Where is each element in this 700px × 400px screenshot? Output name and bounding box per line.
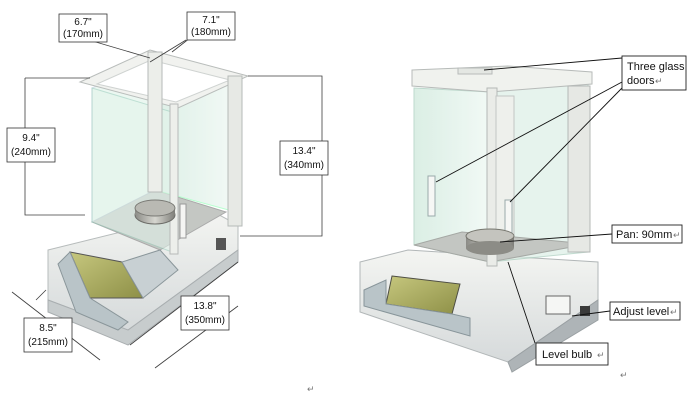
- left-pillar-right: [227, 75, 243, 227]
- left-keypad: [57, 251, 129, 331]
- dim-label-front-width: 8.5" (215mm): [23, 317, 73, 353]
- callout-doors-line2: doors: [627, 75, 655, 87]
- dim-front-width-mm: (215mm): [28, 337, 68, 348]
- left-pillar-front: [169, 103, 179, 255]
- right-top-frame: [411, 65, 593, 93]
- callout-lines: [435, 57, 623, 344]
- callout-adjust-level-mark: ↵: [670, 307, 678, 317]
- dim-width-top-left-mm: (170mm): [63, 29, 103, 40]
- right-handle-left: [427, 175, 436, 217]
- dim-label-width-top-left: 6.7" (170mm): [58, 13, 108, 43]
- dim-label-width-top-right: 7.1" (180mm): [186, 11, 236, 41]
- dim-width-top-right-mm: (180mm): [191, 27, 231, 38]
- dim-height-chamber-inch: 9.4": [22, 133, 40, 144]
- callout-adjust-level-text: Adjust level: [613, 306, 669, 318]
- callout-adjust-level: Adjust level ↵: [609, 301, 681, 321]
- right-level-window: [545, 295, 571, 315]
- right-balance: [359, 65, 599, 373]
- right-pillar-right: [567, 85, 591, 253]
- left-balance: [47, 49, 250, 346]
- dim-height-total-mm: (340mm): [284, 160, 324, 171]
- dim-height-chamber-mm: (240mm): [11, 147, 51, 158]
- callout-doors-mark: ↵: [655, 76, 663, 86]
- left-keypad-right: [121, 249, 179, 299]
- callout-level-bulb: Level bulb ↵: [535, 342, 609, 366]
- callout-pan: Pan: 90mm ↵: [611, 224, 683, 244]
- dim-width-top-left-inch: 6.7": [74, 17, 92, 28]
- callout-level-bulb-mark: ↵: [597, 350, 605, 360]
- callout-doors-line1: Three glass: [627, 61, 685, 73]
- callout-doors: Three glass doors ↵: [621, 55, 687, 91]
- dim-width-top-right-inch: 7.1": [202, 15, 220, 26]
- right-keypad: [363, 279, 471, 337]
- dim-height-total-inch: 13.4": [292, 146, 315, 157]
- callout-level-bulb-text: Level bulb: [542, 349, 592, 361]
- dim-front-width-inch: 8.5": [39, 323, 57, 334]
- dim-label-height-total: 13.4" (340mm): [279, 140, 329, 176]
- callout-pan-mark: ↵: [673, 230, 681, 240]
- paragraph-mark-right: ↵: [620, 370, 628, 380]
- right-pan: [465, 228, 515, 244]
- dim-label-height-chamber: 9.4" (240mm): [6, 127, 56, 163]
- dim-depth-mm: (350mm): [185, 315, 225, 326]
- paragraph-mark-left: ↵: [307, 384, 315, 394]
- right-base-front: [507, 299, 599, 373]
- dim-label-depth: 13.8" (350mm): [180, 295, 230, 331]
- callout-pan-text: Pan: 90mm: [616, 229, 672, 241]
- left-pillar-rear: [147, 51, 163, 193]
- left-door-handle: [179, 203, 187, 239]
- dim-depth-inch: 13.8": [193, 301, 216, 312]
